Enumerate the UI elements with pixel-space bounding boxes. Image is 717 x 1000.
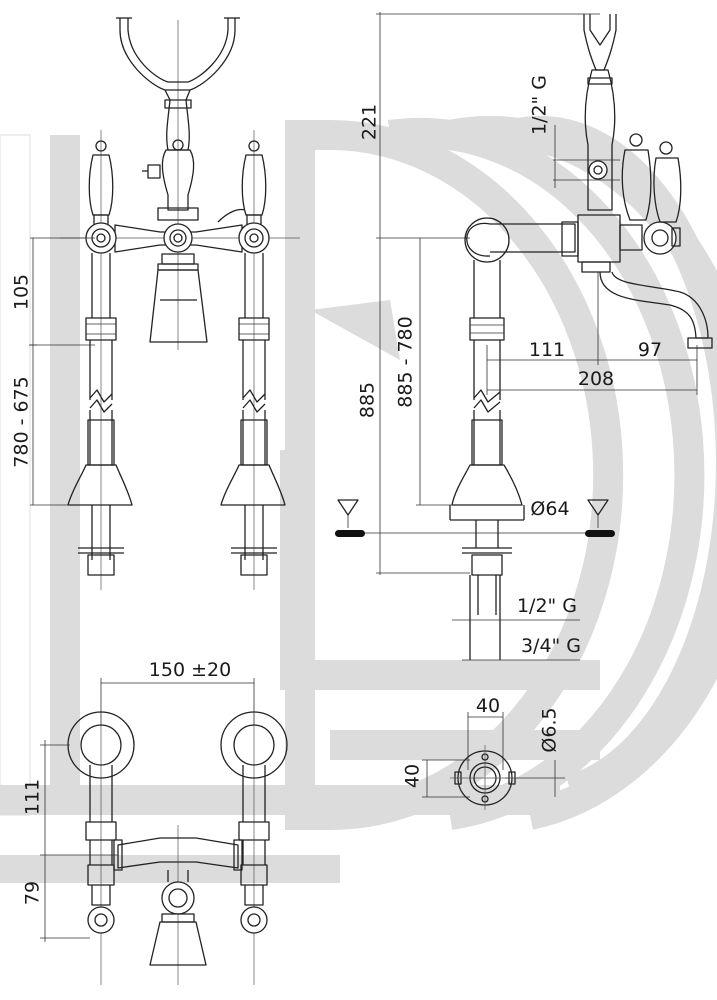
- dim-plan-handle: 79: [22, 881, 44, 905]
- dim-flange-width: 40: [476, 695, 500, 717]
- dim-front-lower: 780 - 675: [11, 376, 33, 467]
- flange-detail: [422, 712, 565, 810]
- dim-spout-total: 208: [578, 368, 614, 390]
- dim-side-height-range: 885 - 780: [395, 316, 417, 407]
- dim-hole-diameter: Ø6.5: [539, 707, 561, 752]
- dim-side-connection: 1/2" G: [529, 75, 551, 135]
- dim-spout-offset: 111: [529, 339, 565, 361]
- dim-side-total-top: 221: [359, 104, 381, 140]
- dim-plan-depth: 111: [22, 779, 44, 815]
- front-view: [29, 17, 300, 590]
- dim-spout-reach: 97: [638, 339, 662, 361]
- plan-view: [40, 678, 288, 985]
- dim-side-height: 885: [357, 382, 379, 418]
- dim-front-upper: 105: [11, 274, 33, 310]
- watermark-logo: [0, 115, 717, 883]
- right-standpipe: [220, 253, 286, 576]
- dim-outlet-thread: 3/4" G: [521, 635, 581, 657]
- side-view: [335, 12, 713, 661]
- dim-flange-height: 40: [402, 764, 424, 788]
- dim-plan-spacing: 150 ±20: [149, 659, 231, 681]
- right-lever-handle: [238, 140, 270, 254]
- dim-base-diameter: Ø64: [530, 498, 569, 520]
- dim-inlet-thread: 1/2" G: [517, 595, 577, 617]
- left-standpipe: [67, 253, 133, 576]
- central-valve-body: [114, 139, 246, 343]
